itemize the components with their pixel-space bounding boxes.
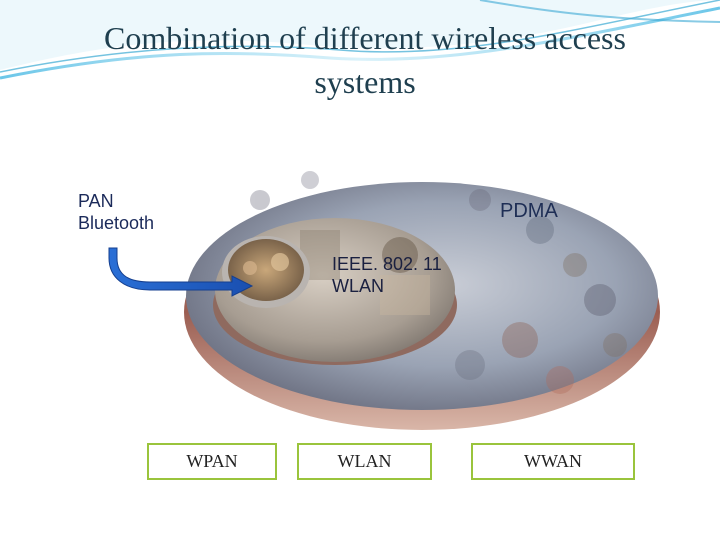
wpan-box: WPAN xyxy=(147,443,277,480)
title-line-2: systems xyxy=(314,64,416,100)
wlan-label-line-2: WLAN xyxy=(332,276,385,296)
pan-label-line-2: Bluetooth xyxy=(78,213,155,233)
slide-title: Combination of different wireless access… xyxy=(40,16,690,104)
pan-bluetooth-label: PAN Bluetooth xyxy=(78,190,154,234)
wwan-box: WWAN xyxy=(471,443,635,480)
wlan-box: WLAN xyxy=(297,443,432,480)
pan-label-line-1: PAN xyxy=(78,191,114,211)
title-line-1: Combination of different wireless access xyxy=(104,20,626,56)
ieee-wlan-label: IEEE. 802. 11 WLAN xyxy=(332,253,442,297)
pdma-label: PDMA xyxy=(500,200,558,222)
pan-arrow xyxy=(108,247,254,297)
wlan-label-line-1: IEEE. 802. 11 xyxy=(332,254,442,274)
